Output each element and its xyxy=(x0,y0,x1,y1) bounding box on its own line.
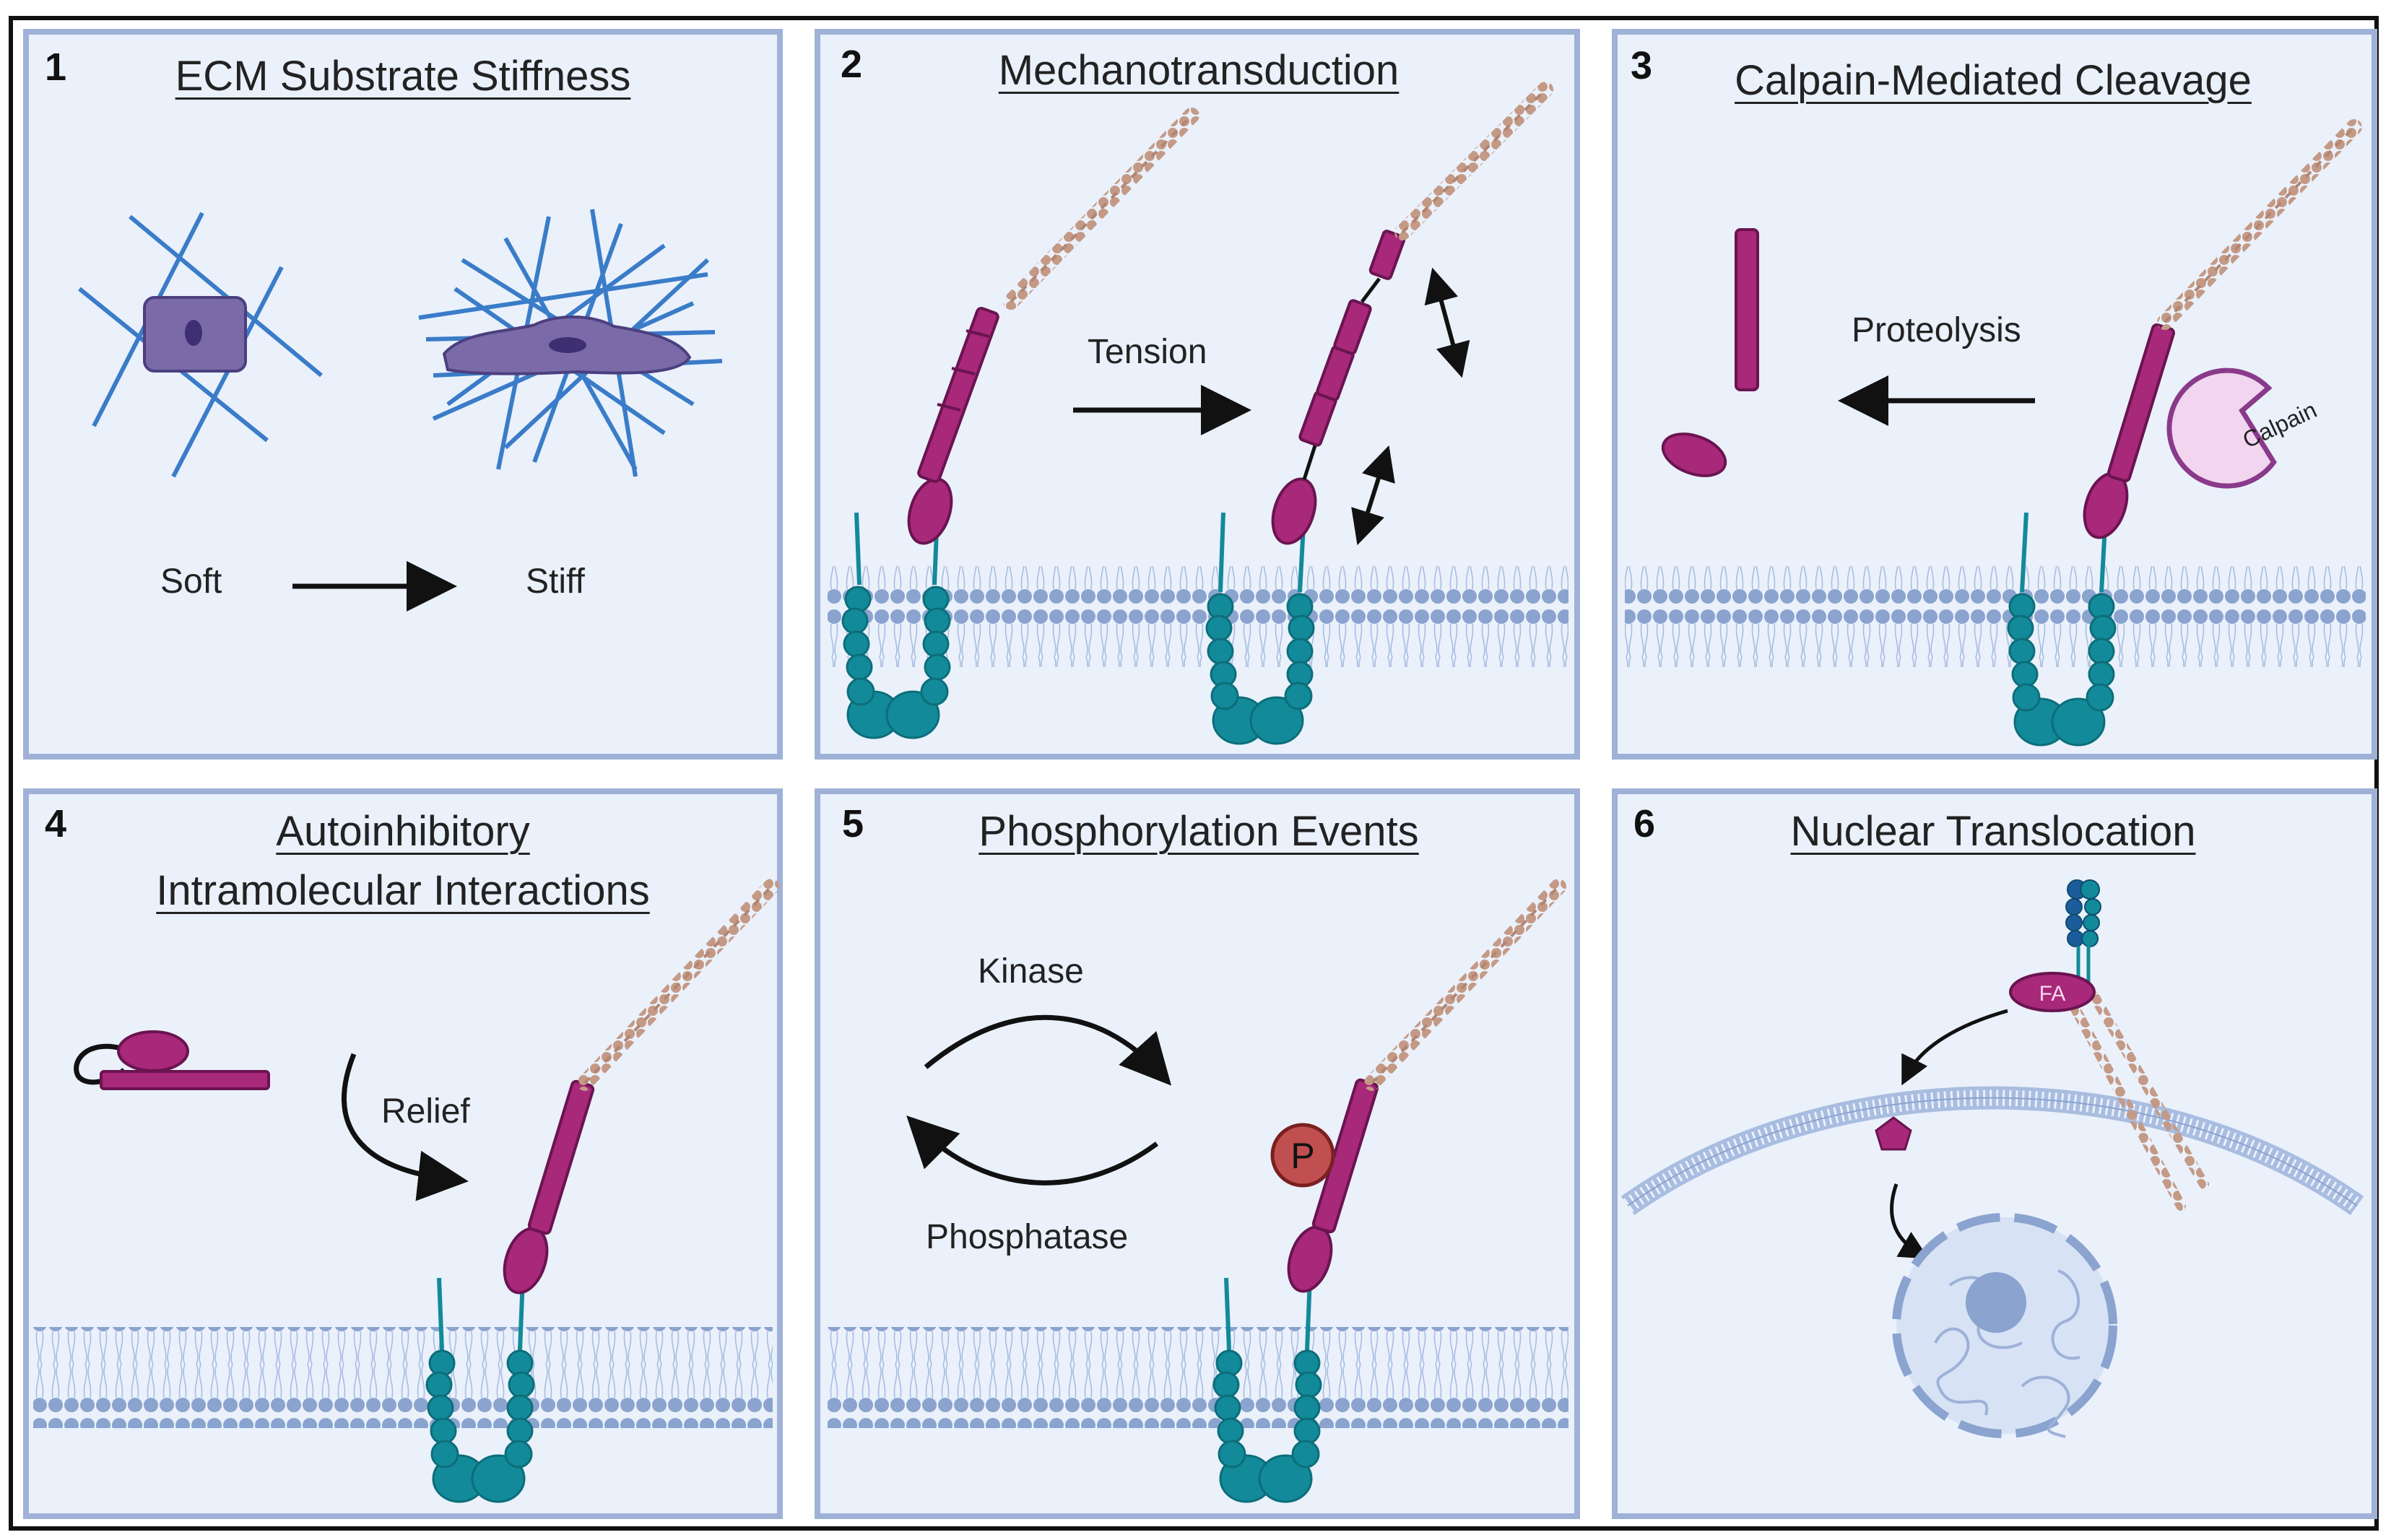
soft-cell xyxy=(143,296,247,373)
talin-3 xyxy=(2083,323,2176,539)
talin-5 xyxy=(1287,1078,1379,1293)
focal-adhesion-icon: FA xyxy=(2009,972,2096,1012)
integrin-6 xyxy=(2065,879,2101,982)
integrin-2b xyxy=(1205,512,1315,745)
membrane-5 xyxy=(828,1327,1568,1428)
panel-5-number: 5 xyxy=(842,802,864,845)
relief-label: Relief xyxy=(381,1092,470,1131)
integrin-4 xyxy=(425,1277,535,1503)
panel-2-title: Mechanotransduction xyxy=(998,47,1400,94)
signal-molecule-icon xyxy=(1875,1116,1912,1151)
panel-6-number: 6 xyxy=(1633,802,1656,845)
relief-arrow xyxy=(342,1053,469,1201)
panel-3-number: 3 xyxy=(1631,44,1653,87)
membrane-3 xyxy=(1625,566,2366,667)
soft-label: Soft xyxy=(160,562,222,601)
talin-2b-stretched xyxy=(1271,230,1406,545)
panel-1-title: ECM Substrate Stiffness xyxy=(175,53,631,100)
integrin-2a xyxy=(841,512,951,739)
integrin-5 xyxy=(1212,1277,1322,1503)
actin-2a xyxy=(1003,108,1199,310)
cleaved-rod-fragment xyxy=(1735,228,1759,391)
panel-3-title: Calpain-Mediated Cleavage xyxy=(1735,57,2252,104)
phosphatase-label: Phosphatase xyxy=(926,1218,1129,1256)
nuclear-envelope-arc xyxy=(1620,1086,2364,1216)
actin-6b xyxy=(2089,991,2209,1189)
panel-4-title-line1: Autoinhibitory xyxy=(276,808,530,855)
panel-1 xyxy=(23,29,783,760)
actin-6a xyxy=(2067,999,2186,1211)
proteolysis-label: Proteolysis xyxy=(1852,311,2021,349)
phosphatase-arrow xyxy=(906,1115,1159,1186)
panel-5-title: Phosphorylation Events xyxy=(978,808,1419,855)
panel-6-title: Nuclear Translocation xyxy=(1790,808,2196,855)
stiff-cell xyxy=(442,316,692,375)
kinase-arrow xyxy=(924,1014,1172,1086)
tension-label: Tension xyxy=(1088,333,1207,371)
fa-label: FA xyxy=(2039,982,2066,1006)
panel-1-number: 1 xyxy=(45,45,67,89)
panel-2-number: 2 xyxy=(841,43,863,86)
stiff-label: Stiff xyxy=(526,562,585,601)
stretch-arrow-upper xyxy=(1424,267,1470,378)
phosphate-group-icon: P xyxy=(1270,1123,1335,1188)
panel-4-number: 4 xyxy=(45,802,67,845)
stretch-arrow-lower xyxy=(1351,445,1395,546)
nucleus-icon xyxy=(1892,1213,2117,1438)
integrin-3 xyxy=(2007,512,2117,747)
talin-4-open xyxy=(503,1079,595,1295)
membrane-4 xyxy=(33,1327,773,1428)
membrane-2 xyxy=(828,566,1568,667)
panel-4-title-line2: Intramolecular Interactions xyxy=(156,867,650,914)
autoinhibited-talin xyxy=(74,1030,270,1090)
cleaved-head-fragment xyxy=(1661,432,1727,477)
talin-2a xyxy=(907,307,999,545)
kinase-label: Kinase xyxy=(978,952,1084,991)
release-arrow xyxy=(1901,1009,2008,1086)
translocation-arrow xyxy=(1890,1183,1929,1259)
calpain-icon xyxy=(2166,367,2277,489)
phosphate-label: P xyxy=(1290,1136,1314,1176)
